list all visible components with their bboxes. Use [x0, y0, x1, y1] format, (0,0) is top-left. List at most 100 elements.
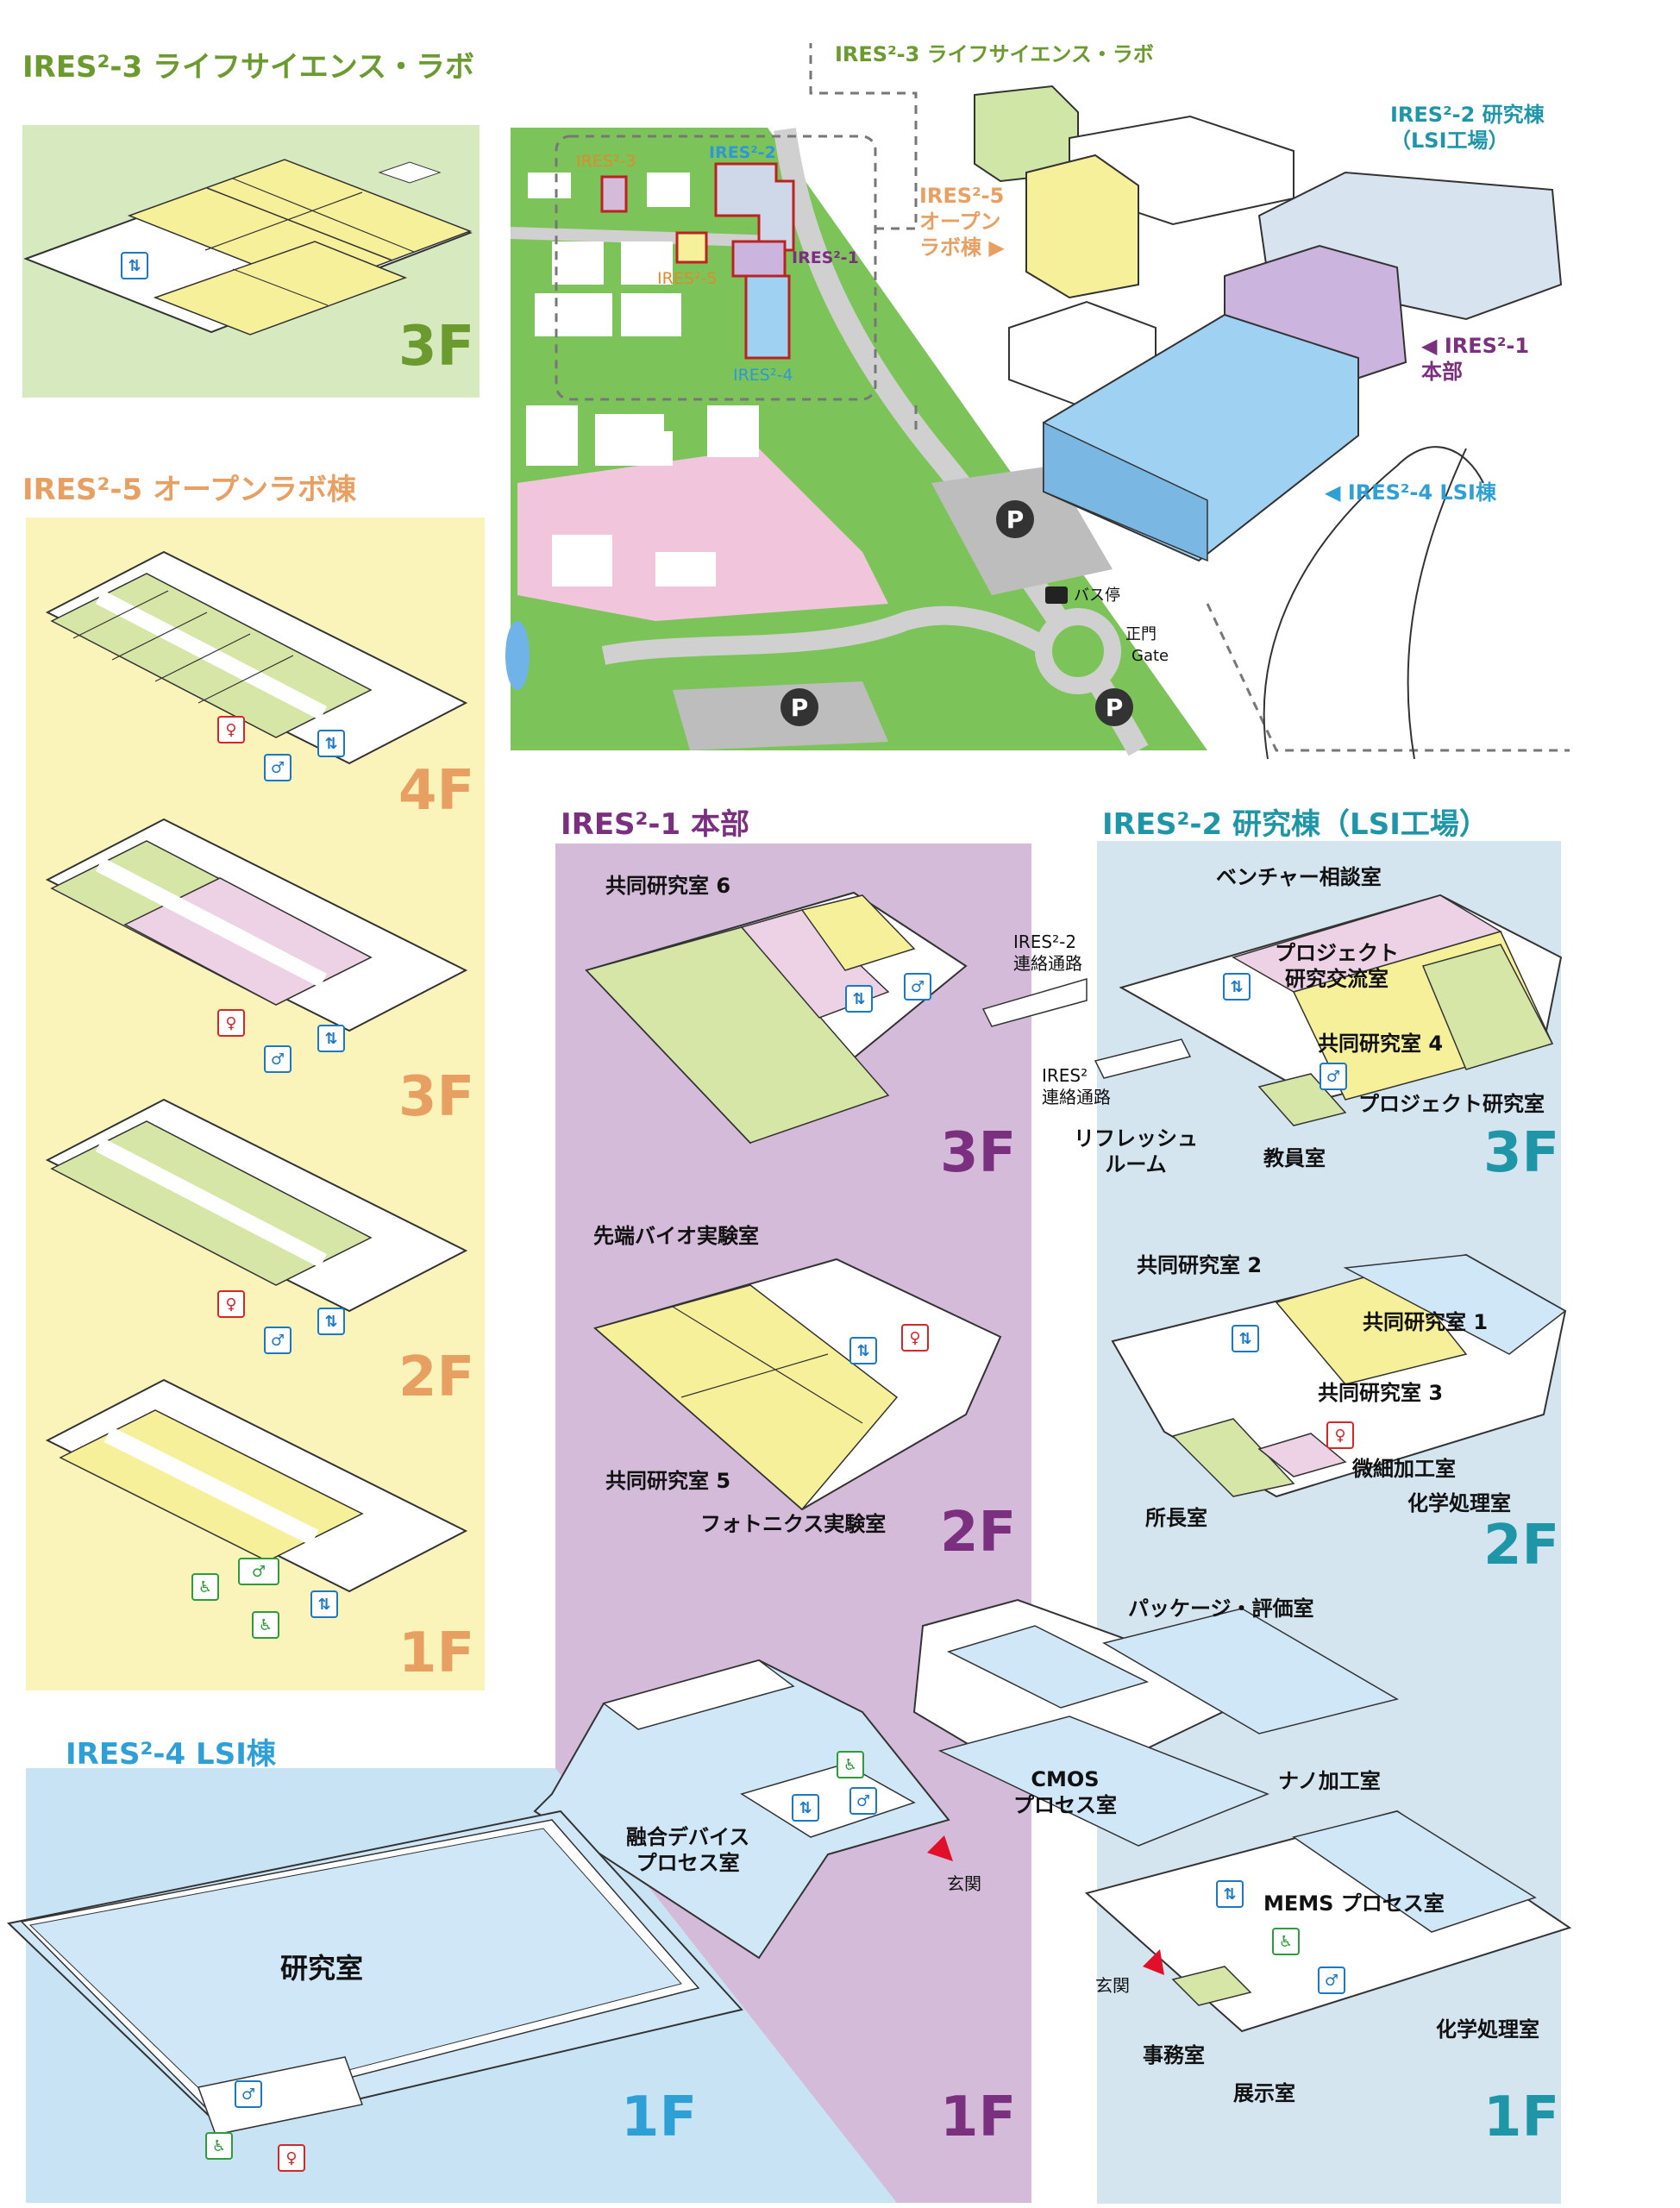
ires3-floor-label: 3F [398, 315, 475, 379]
ires5-4f-label: 4F [398, 759, 475, 823]
ires2-kyodo3-label: 共同研究室 3 [1318, 1381, 1444, 1405]
ires5-2f-label: 2F [398, 1346, 475, 1409]
ires2-renraku-label: IRES² 連絡通路 [1042, 1065, 1111, 1107]
elevator-icon: ⇅ [317, 1025, 345, 1052]
ires2-jimu-label: 事務室 [1143, 2043, 1205, 2067]
men-restroom-icon: ♂ [264, 1327, 291, 1354]
accessible-icon: ♿ [252, 1611, 279, 1639]
women-restroom-icon: ♀ [217, 716, 245, 743]
map-ires2-label: IRES²-2 [709, 143, 776, 162]
ires1-title: IRES²-1 本部 [561, 807, 750, 842]
map-ires4-label: IRES²-4 [733, 366, 793, 385]
ires1-2f-label: 2F [940, 1501, 1017, 1565]
aerial-ires2-label: IRES²-2 研究棟 （LSI工場） [1390, 103, 1545, 153]
ires4-1f-label: 1F [621, 2086, 698, 2149]
ires2-kyoin-label: 教員室 [1263, 1146, 1326, 1170]
ires2-2f-label: 2F [1483, 1514, 1560, 1578]
elevator-icon: ⇅ [317, 1308, 345, 1335]
ires2-3f-label: 3F [1483, 1121, 1560, 1185]
ires2-entrance-label: 玄関 [1095, 1975, 1130, 1996]
ires1-3f-label: 3F [940, 1121, 1017, 1185]
elevator-icon: ⇅ [317, 730, 345, 757]
aerial-ires1-label: ◀ IRES²-1 本部 [1421, 334, 1530, 384]
women-restroom-icon: ♀ [278, 2144, 305, 2172]
elevator-icon: ⇅ [845, 985, 873, 1013]
men-restroom-icon: ♂ [1320, 1063, 1347, 1090]
men-restroom-icon: ♂ [264, 754, 291, 781]
bus-stop-label: バス停 [1074, 586, 1120, 605]
elevator-icon: ⇅ [1223, 973, 1251, 1000]
ires1-kyodo5-label: 共同研究室 5 [605, 1469, 731, 1493]
ires1-1f-label: 1F [940, 2086, 1017, 2149]
ires1-kyodo6-label: 共同研究室 6 [605, 874, 731, 898]
accessible-icon: ♿ [837, 1751, 864, 1778]
men-restroom-icon: ♂ [264, 1045, 291, 1073]
elevator-icon: ⇅ [849, 1337, 877, 1364]
ires2-refresh-label: リフレッシュ ルーム [1074, 1126, 1198, 1176]
ires2-title: IRES²-2 研究棟（LSI工場） [1102, 807, 1489, 842]
women-restroom-icon: ♀ [1326, 1421, 1354, 1449]
ires2-project-koryu-label: プロジェクト 研究交流室 [1275, 941, 1399, 991]
map-ires3-label: IRES²-3 [576, 152, 636, 171]
elevator-icon: ⇅ [792, 1794, 819, 1822]
accessible-icon: ♿ [1272, 1928, 1300, 1955]
ires2-kyodo1-label: 共同研究室 1 [1363, 1310, 1489, 1334]
ires2-kagaku2-label: 化学処理室 [1407, 1491, 1511, 1515]
ires2-kyodo4-label: 共同研究室 4 [1318, 1032, 1444, 1056]
ires2-mems-label: MEMS プロセス室 [1263, 1891, 1445, 1916]
gate-label-en: Gate [1131, 647, 1169, 665]
gate-label-jp: 正門 [1125, 625, 1157, 643]
men-restroom-icon: ♂ [235, 2080, 262, 2108]
elevator-icon: ⇅ [121, 252, 148, 279]
ires5-3f-label: 3F [398, 1065, 475, 1129]
men-restroom-icon: ♂ [1318, 1966, 1345, 1994]
parking-icon: P [780, 688, 818, 726]
ires2-kyodo2-label: 共同研究室 2 [1137, 1253, 1263, 1277]
ires5-1f-label: 1F [398, 1622, 475, 1685]
aerial-ires4-label: ◀ IRES²-4 LSI棟 [1325, 480, 1496, 505]
elevator-icon: ⇅ [1216, 1880, 1244, 1908]
ires2-nano-label: ナノ加工室 [1278, 1769, 1381, 1793]
ires2-kagaku1-label: 化学処理室 [1436, 2017, 1539, 2042]
accessible-icon: ♿ [205, 2132, 233, 2160]
ires1-sentan-label: 先端バイオ実験室 [593, 1224, 759, 1248]
ires3-title: IRES²-3 ライフサイエンス・ラボ [22, 50, 475, 85]
accessible-restroom-icon: ♂ [238, 1558, 279, 1585]
ires2-project-label: プロジェクト研究室 [1358, 1092, 1545, 1116]
ires2-cmos-label: CMOS プロセス室 [1013, 1767, 1117, 1817]
ires1-entrance-label: 玄関 [947, 1873, 981, 1894]
ires4-title: IRES²-4 LSI棟 [66, 1737, 276, 1772]
aerial-ires5-label: IRES²-5 オープン ラボ棟 ▶ [919, 184, 1005, 260]
ires2-venture-label: ベンチャー相談室 [1216, 865, 1382, 889]
ires4-kenkyu-label: 研究室 [280, 1952, 364, 1985]
women-restroom-icon: ♀ [901, 1324, 929, 1352]
ires2-tenji-label: 展示室 [1233, 2081, 1295, 2105]
ires2-package-label: パッケージ・評価室 [1128, 1596, 1314, 1621]
women-restroom-icon: ♀ [217, 1290, 245, 1318]
men-restroom-icon: ♂ [849, 1787, 877, 1815]
parking-icon: P [996, 500, 1034, 538]
ires2-shocho-label: 所長室 [1145, 1506, 1207, 1530]
aerial-ires3-label: IRES²-3 ライフサイエンス・ラボ [835, 42, 1154, 66]
ires2-1f-label: 1F [1483, 2086, 1560, 2149]
parking-icon: P [1095, 688, 1133, 726]
ires1-photonics-label: フォトニクス実験室 [700, 1512, 887, 1536]
ires1-yugo-label: 融合デバイス プロセス室 [626, 1825, 750, 1875]
men-restroom-icon: ♂ [904, 973, 931, 1000]
accessible-icon: ♿ [191, 1573, 219, 1601]
map-ires5-label: IRES²-5 [657, 269, 718, 288]
map-ires1-label: IRES²-1 [792, 248, 859, 267]
elevator-icon: ⇅ [1232, 1325, 1259, 1352]
ires2-bisai-label: 微細加工室 [1352, 1457, 1456, 1481]
ires1-renraku-label: IRES²-2 連絡通路 [1013, 932, 1082, 974]
ires5-title: IRES²-5 オープンラボ棟 [22, 473, 357, 507]
elevator-icon: ⇅ [310, 1590, 338, 1618]
women-restroom-icon: ♀ [217, 1009, 245, 1037]
